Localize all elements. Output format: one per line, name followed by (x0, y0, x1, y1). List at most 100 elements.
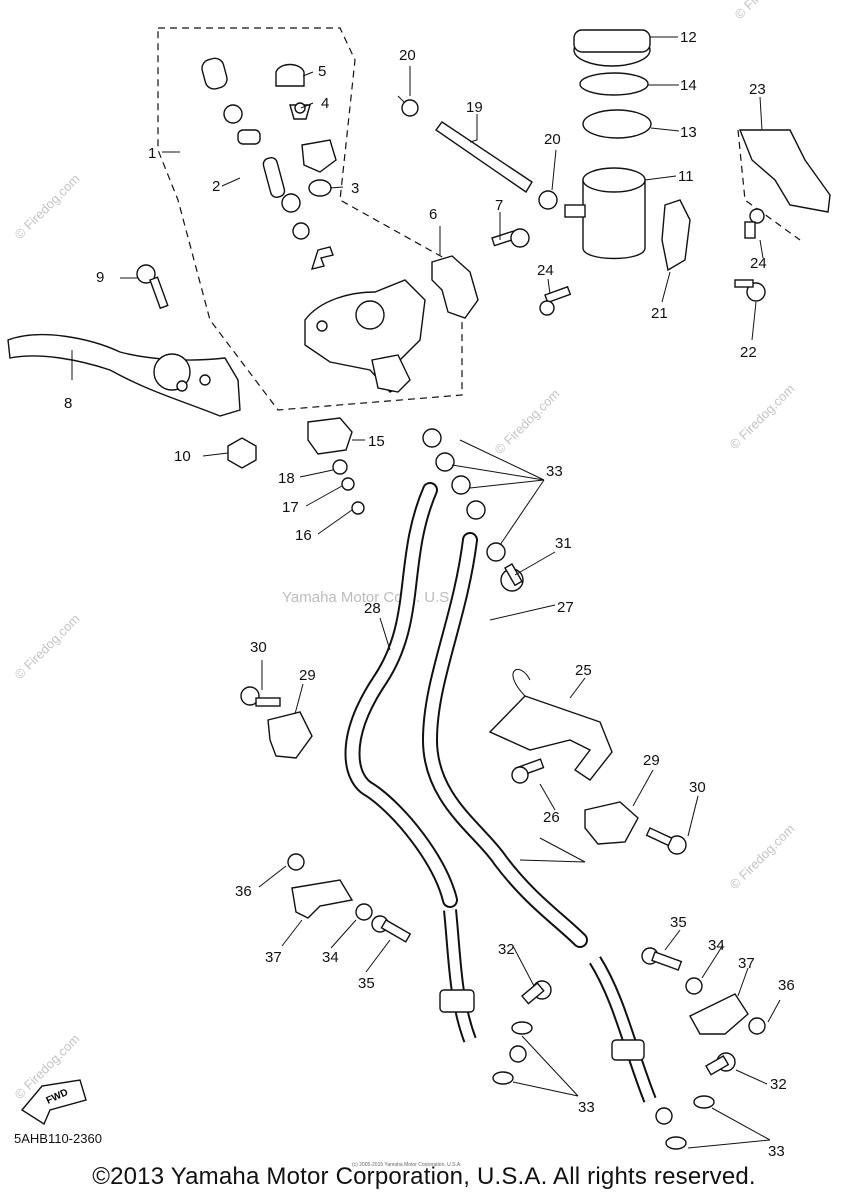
clamp-29a (267, 711, 313, 759)
callout-12: 12 (680, 29, 697, 46)
watermark-firedog: © Firedog.com (492, 386, 563, 457)
callout-11: 11 (678, 168, 694, 185)
callout-4: 4 (321, 95, 329, 112)
bracket-21 (661, 199, 691, 272)
hose-fitting-27 (611, 1039, 645, 1061)
watermark-tile: © Firedog.com (732, 0, 803, 22)
bolt-26 (511, 758, 545, 784)
master-cylinder-body (304, 279, 426, 393)
callout-37a: 37 (265, 949, 282, 966)
hose-clip-20b (538, 190, 558, 210)
nut-36b (748, 1017, 766, 1035)
brake-lever (7, 334, 241, 417)
callout-29a: 29 (299, 667, 316, 684)
bolt-35b (641, 947, 683, 971)
hose-joint (301, 139, 337, 173)
callout-14: 14 (680, 77, 697, 94)
bracket-spring (512, 668, 531, 697)
callout-labels: 1 2 3 4 5 6 7 8 9 10 11 12 13 14 15 16 1… (64, 29, 795, 1160)
callout-35b: 35 (670, 914, 687, 931)
callout-33c: 33 (768, 1143, 785, 1160)
callout-33a: 33 (546, 463, 563, 480)
callout-34a: 34 (322, 949, 339, 966)
watermark-tile: © Firedog.com (727, 381, 798, 452)
joint-4 (289, 102, 311, 120)
watermark-tile: © Firedog.com (12, 171, 83, 242)
watermark-tile: © Firedog.com (12, 611, 83, 682)
screw-22 (734, 279, 766, 302)
nut-36a (287, 853, 305, 871)
part-number: 5AHB110-2360 (14, 1131, 102, 1146)
clamp-37a (291, 879, 354, 919)
callout-16: 16 (295, 527, 312, 544)
reservoir (564, 29, 652, 260)
diaphragm-14 (579, 72, 649, 96)
screw-16 (351, 501, 365, 515)
callout-37b: 37 (738, 955, 755, 972)
bolt-32b (705, 1052, 736, 1076)
callout-17: 17 (282, 499, 299, 516)
callout-24a: 24 (537, 262, 554, 279)
callout-13: 13 (680, 124, 697, 141)
copyright-notice: ©2013 Yamaha Motor Corporation, U.S.A. A… (92, 1163, 756, 1190)
bolt-32a (521, 980, 552, 1005)
callout-8: 8 (64, 395, 72, 412)
piston-kit (201, 57, 334, 270)
assembly-outline (157, 27, 463, 411)
reservoir-body-11 (582, 179, 646, 260)
switch-15 (307, 417, 353, 455)
callout-1: 1 (148, 145, 156, 162)
callout-15: 15 (368, 433, 385, 450)
banjo-27 (655, 1107, 673, 1125)
callout-32b: 32 (770, 1076, 787, 1093)
callout-35a: 35 (358, 975, 375, 992)
clip-17 (341, 477, 355, 491)
callout-29b: 29 (643, 752, 660, 769)
callout-24b: 24 (750, 255, 767, 272)
bolt-9 (136, 264, 169, 310)
bolt-30a (240, 686, 281, 707)
clamp-29b (584, 801, 639, 845)
callout-25: 25 (575, 662, 592, 679)
screw-24a (539, 285, 572, 316)
callout-18: 18 (278, 470, 295, 487)
callout-7: 7 (495, 197, 503, 214)
callout-28: 28 (364, 600, 381, 617)
callout-33b: 33 (578, 1099, 595, 1116)
callout-3: 3 (351, 180, 359, 197)
callout-27: 27 (557, 599, 574, 616)
watermark-center: Yamaha Motor Corp. U.S.A. (282, 589, 468, 606)
bolt-31 (500, 563, 524, 592)
callout-2: 2 (212, 178, 220, 195)
callout-20a: 20 (399, 47, 416, 64)
hose-clip-20a (397, 95, 419, 117)
callout-6: 6 (429, 206, 437, 223)
bracket-23 (738, 129, 831, 213)
nut-10 (227, 437, 257, 469)
clamp-holder (431, 255, 479, 319)
washers-33-lower (492, 1021, 715, 1150)
fwd-arrow: FWD (20, 1079, 87, 1126)
watermark-tile: © Firedog.com (727, 821, 798, 892)
cap-5 (275, 63, 305, 87)
banjo-28 (509, 1045, 527, 1063)
washers-33-upper (422, 428, 506, 562)
washer-18 (332, 459, 348, 475)
screw-24b (744, 208, 765, 239)
plate-13 (582, 109, 652, 139)
callout-36a: 36 (235, 883, 252, 900)
callout-20b: 20 (544, 131, 561, 148)
o-ring-3 (308, 179, 332, 197)
callout-30a: 30 (250, 639, 267, 656)
hose-fitting-28 (439, 989, 475, 1013)
callout-10: 10 (174, 448, 191, 465)
bracket-25 (488, 695, 613, 781)
callout-19: 19 (466, 99, 483, 116)
callout-36b: 36 (778, 977, 795, 994)
callout-23: 23 (749, 81, 766, 98)
washer-34b (685, 977, 703, 995)
small-credit: (c) 2005-2015 Yamaha Motor Corporation, … (352, 1162, 462, 1168)
washer-34a (355, 903, 373, 921)
callout-32a: 32 (498, 941, 515, 958)
